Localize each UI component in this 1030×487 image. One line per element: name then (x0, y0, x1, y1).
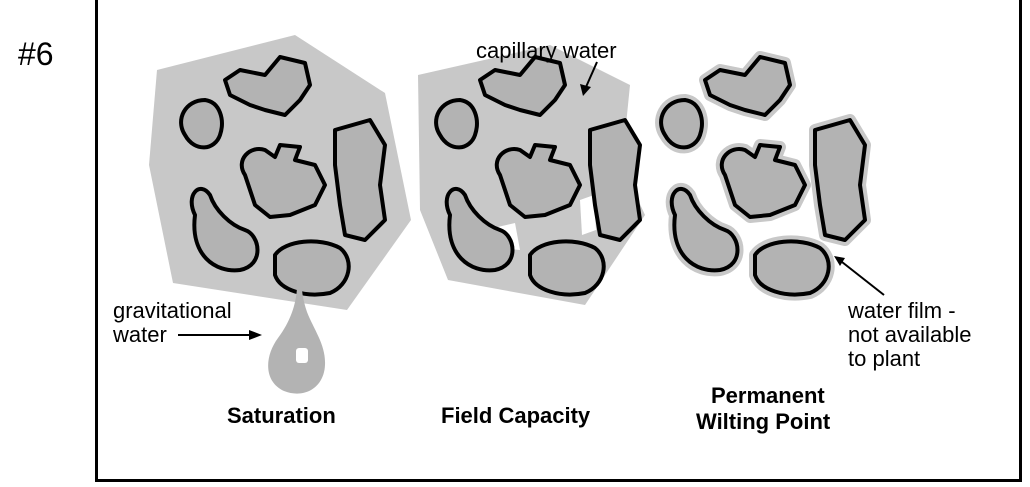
water-film-label-line3: to plant (848, 346, 921, 371)
gravitational-arrow (178, 330, 262, 340)
drop-highlight (296, 348, 308, 363)
stage-wilting-point-line1: Permanent (711, 383, 825, 408)
gravitational-water-drop (268, 288, 326, 394)
saturation-clump (149, 35, 411, 310)
gravitational-label-line1: gravitational (113, 298, 232, 323)
wilting-point-clump (661, 57, 865, 294)
stage-saturation: Saturation (227, 403, 336, 428)
stage-field-capacity: Field Capacity (441, 403, 591, 428)
capillary-arrow (580, 61, 598, 96)
water-film-arrow (834, 256, 885, 296)
water-film-label-line2: not available (848, 322, 972, 347)
capillary-water-label: capillary water (476, 38, 617, 63)
diagram-frame (95, 0, 1022, 482)
air-space (580, 195, 596, 235)
water-film-label-line1: water film - (848, 298, 956, 323)
gravitational-label-line2: water (113, 322, 167, 347)
slide-number: #6 (18, 36, 54, 72)
stage-wilting-point-line2: Wilting Point (696, 409, 831, 434)
field-capacity-clump (418, 45, 645, 305)
